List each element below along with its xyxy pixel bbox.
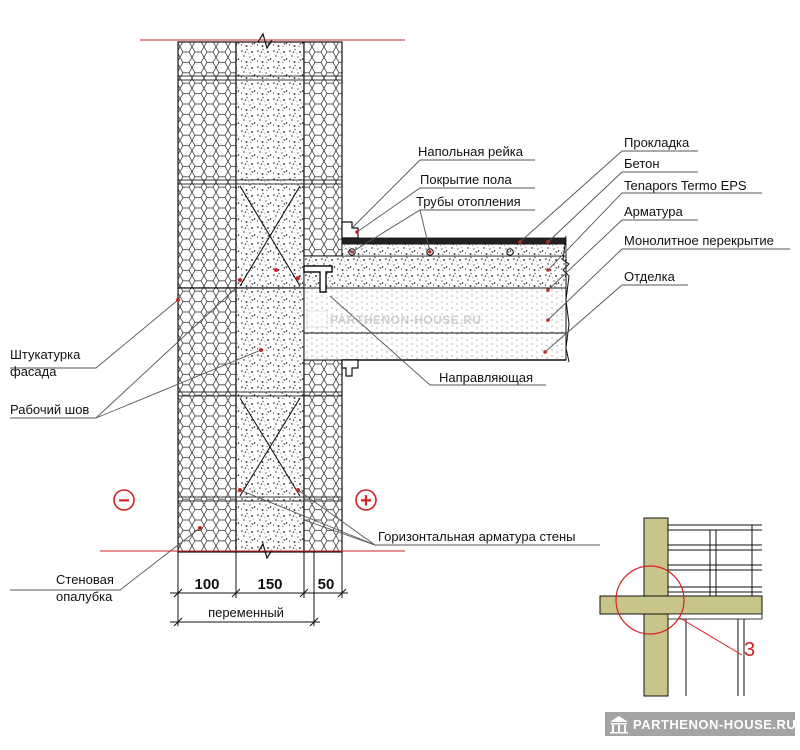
floor-slab <box>303 235 570 363</box>
label-napolnaya-reyka: Напольная рейка <box>418 144 524 159</box>
detail-number: 3 <box>744 639 755 661</box>
label-napravlyayushchaya: Направляющая <box>439 370 533 385</box>
eps-inner-upper <box>303 41 343 257</box>
label-truby-otopleniya: Трубы отопления <box>416 194 521 209</box>
key-plan-thumbnail: 3 <box>599 517 763 697</box>
label-gorizontalnaya: Горизонтальная арматура стены <box>378 529 576 544</box>
thumb-slab <box>599 595 763 615</box>
wall-concrete-lower <box>235 287 305 553</box>
label-prokladka: Прокладка <box>624 135 690 150</box>
floor-screed <box>341 243 567 257</box>
watermark-logo: PARTHENON-HOUSE.RU <box>605 712 796 736</box>
dim-peremennyy: переменный <box>208 605 284 620</box>
leader-lines <box>10 150 790 591</box>
dim-150: 150 <box>257 576 282 593</box>
label-pokrytie-pola: Покрытие пола <box>420 172 512 187</box>
slab-concrete-lower <box>303 332 567 361</box>
label-beton: Бетон <box>624 156 660 171</box>
temple-icon <box>610 716 628 734</box>
ceiling-guide-profile <box>341 359 359 377</box>
thumb-detail-circle <box>615 565 685 635</box>
thumb-slab-under <box>667 613 763 620</box>
slab-connector <box>303 265 333 293</box>
label-stenovaya-2: опалубка <box>56 589 113 604</box>
dim-50: 50 <box>318 576 335 593</box>
thumb-railing <box>668 524 762 596</box>
svg-text:−: − <box>118 490 130 512</box>
eps-outer-lower <box>177 287 237 553</box>
label-tenapors: Tenapors Termo EPS <box>624 178 747 193</box>
svg-text:PARTHENON-HOUSE.RU: PARTHENON-HOUSE.RU <box>330 313 481 327</box>
label-rabochiy-shov: Рабочий шов <box>10 402 89 417</box>
dimension-lines <box>170 552 348 627</box>
svg-text:+: + <box>360 490 372 512</box>
slab-break-mark <box>562 235 570 363</box>
eps-outer-upper <box>177 41 237 289</box>
slab-concrete-upper <box>303 255 567 289</box>
watermark-text: PARTHENON-HOUSE.RU <box>633 717 796 732</box>
label-shtukaturka-1: Штукатурка <box>10 347 81 362</box>
wall-truss-wires <box>239 185 301 497</box>
label-otdelka: Отделка <box>624 269 676 284</box>
section-lines <box>100 39 405 552</box>
wall-upper <box>177 41 343 289</box>
minus-sign-icon: − <box>113 489 135 512</box>
wall-concrete-upper <box>235 41 305 289</box>
heating-pipes <box>348 248 514 256</box>
label-monolitnoe: Монолитное перекрытие <box>624 233 774 248</box>
dim-100: 100 <box>194 576 219 593</box>
slab-eps-layer <box>303 287 567 334</box>
plus-sign-icon: + <box>355 489 377 512</box>
label-armatura: Арматура <box>624 204 683 219</box>
label-stenovaya-1: Стеновая <box>56 572 114 587</box>
floor-covering <box>341 237 567 245</box>
wall-tie-bands <box>178 75 342 502</box>
label-shtukaturka-2: фасада <box>10 364 57 379</box>
eps-inner-lower <box>303 359 343 553</box>
watermark-faint: PARTHENON-HOUSE.RU <box>306 310 481 328</box>
